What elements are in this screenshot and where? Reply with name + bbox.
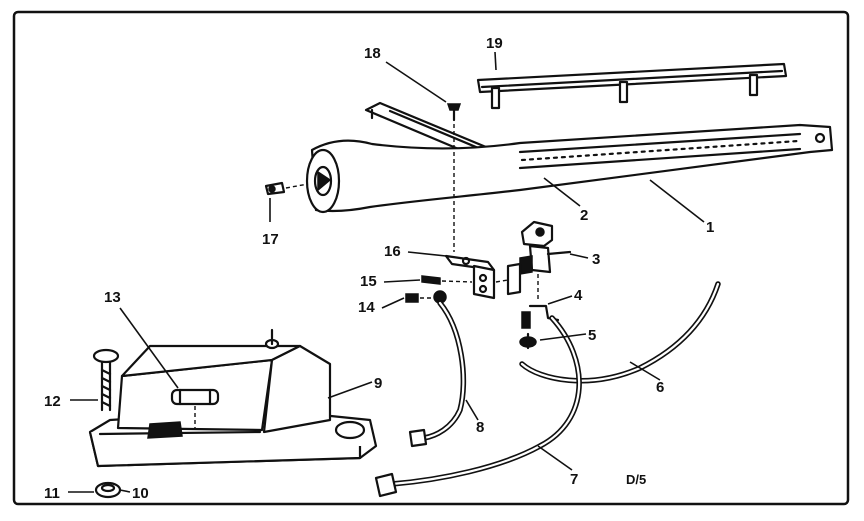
callout-4: 4 xyxy=(574,287,583,304)
part-pilot-assembly xyxy=(506,220,572,296)
diagram-frame xyxy=(12,10,850,506)
callout-8: 8 xyxy=(476,419,484,436)
callout-7: 7 xyxy=(570,471,578,488)
diagram-code: D/5 xyxy=(626,472,646,487)
callout-2: 2 xyxy=(580,207,588,224)
part-bolt-12 xyxy=(92,348,120,412)
callout-11: 11 xyxy=(44,485,60,502)
part-lead-8 xyxy=(408,290,467,448)
callout-10: 10 xyxy=(132,485,149,502)
callout-14: 14 xyxy=(358,299,375,316)
callout-18: 18 xyxy=(364,45,381,62)
callout-13: 13 xyxy=(104,289,121,306)
part-screw-15 xyxy=(421,275,441,285)
callout-labels: 1 2 3 4 5 6 7 8 9 10 11 12 13 14 15 16 1… xyxy=(44,35,714,502)
part-nut-10 xyxy=(94,481,122,499)
part-burner-tube xyxy=(305,123,834,214)
leader-lines xyxy=(68,51,705,493)
callout-19: 19 xyxy=(486,35,503,52)
callout-17: 17 xyxy=(262,231,279,248)
callout-12: 12 xyxy=(44,393,61,410)
callout-6: 6 xyxy=(656,379,664,396)
part-nut-5 xyxy=(519,332,537,350)
callout-16: 16 xyxy=(384,243,401,260)
callout-1: 1 xyxy=(706,219,714,236)
part-tubing-6 xyxy=(519,281,721,384)
part-control-housing xyxy=(88,328,378,468)
callout-15: 15 xyxy=(360,273,377,290)
part-screw-18 xyxy=(446,103,462,122)
part-fuse-13 xyxy=(170,388,220,406)
part-mounting-bracket xyxy=(444,254,496,300)
part-orifice-17 xyxy=(264,181,286,196)
callout-9: 9 xyxy=(374,375,382,392)
callout-5: 5 xyxy=(588,327,596,344)
callout-3: 3 xyxy=(592,251,600,268)
part-bracket-bar xyxy=(476,62,788,110)
part-screw-14 xyxy=(405,293,419,303)
part-thermocouple-7 xyxy=(374,315,582,498)
